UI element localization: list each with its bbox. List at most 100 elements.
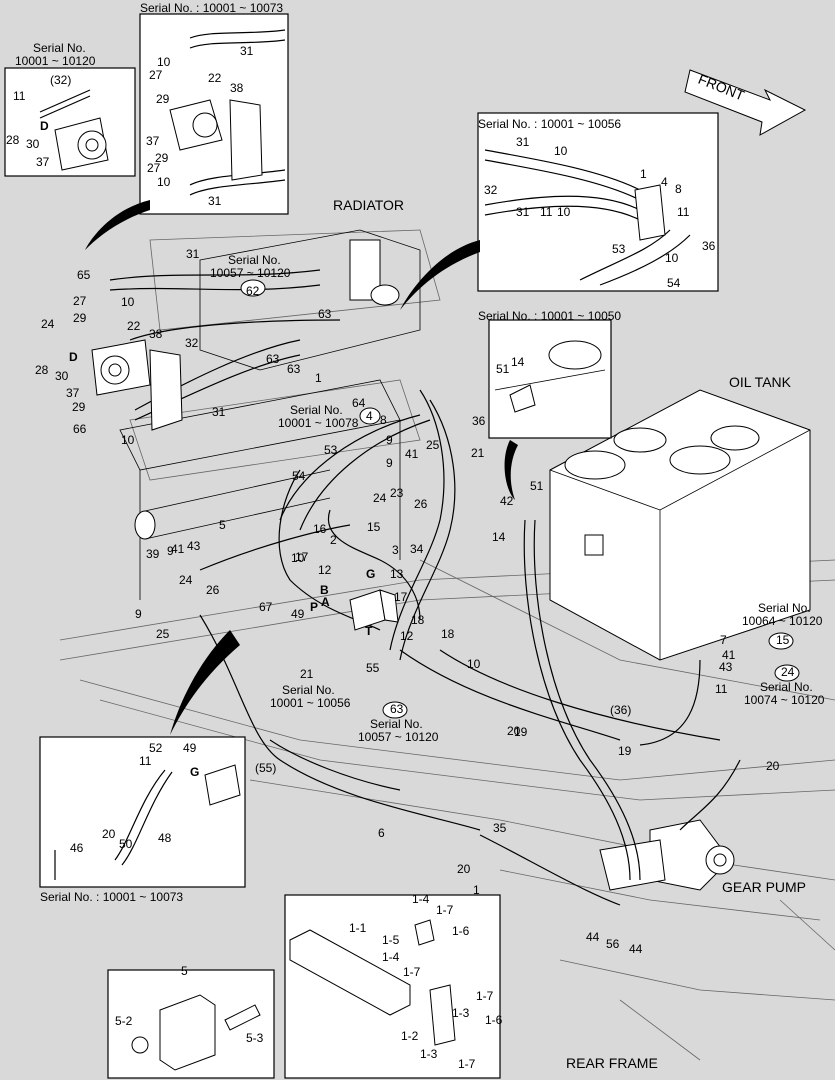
box-5-title: 5 xyxy=(181,964,188,978)
part-label-main-32: 21 xyxy=(471,446,485,460)
part-label-main-45: B xyxy=(320,583,329,597)
part-label-main-12: 29 xyxy=(72,400,86,414)
part-label-main-31: 9 xyxy=(386,456,393,470)
part-label-main-26: 53 xyxy=(324,443,338,457)
part-label-main-73: 7 xyxy=(720,633,727,647)
part-label-main-35: 26 xyxy=(414,497,428,511)
part-label-box_c-5: 10 xyxy=(557,205,571,219)
serial-note-k: Serial No. : 10001 ~ 10073 xyxy=(40,890,183,904)
radiator-title: RADIATOR xyxy=(333,197,404,213)
part-label-box_c-4: 11 xyxy=(540,205,553,219)
part-label-box_a-1: 10 xyxy=(157,55,171,69)
part-label-box_b-0: (32) xyxy=(50,73,71,87)
part-label-main-71: 14 xyxy=(492,530,506,544)
inset-box-1 xyxy=(284,894,501,1079)
part-label-main-38: 15 xyxy=(367,520,381,534)
part-label-main-29: 25 xyxy=(426,438,440,452)
part-label-main-56: 41 xyxy=(171,542,185,556)
part-label-box_a-4: 22 xyxy=(208,71,222,85)
part-label-main-52: 17 xyxy=(394,590,408,604)
part-label-main-15: 32 xyxy=(185,336,199,350)
part-label-main-69: 42 xyxy=(500,494,514,508)
serial-note-g2: 10064 ~ 10120 xyxy=(742,614,823,628)
part-label-box_f-2: 1-7 xyxy=(436,903,454,917)
inset-box-d xyxy=(488,319,612,439)
part-label-main-14: 10 xyxy=(121,433,135,447)
part-label-main-63: 18 xyxy=(411,613,425,627)
serial-note-a: Serial No. : 10001 ~ 10073 xyxy=(140,1,283,15)
part-label-box_f-12: 1-7 xyxy=(458,1057,476,1071)
part-label-main-62: 21 xyxy=(300,667,314,681)
part-label-main-10: D xyxy=(69,350,78,364)
part-label-main-22: 4 xyxy=(366,409,373,423)
serial-note-d1: Serial No. xyxy=(228,253,281,267)
part-label-main-82: 20 xyxy=(766,759,780,773)
part-label-box_c-10: 36 xyxy=(702,239,716,253)
part-label-main-57: 43 xyxy=(187,539,201,553)
part-label-main-79: 19 xyxy=(514,725,528,739)
part-label-main-27: 54 xyxy=(292,469,306,483)
part-label-main-41: 13 xyxy=(390,567,404,581)
part-label-main-47: G xyxy=(366,567,375,581)
part-label-main-37: 2 xyxy=(330,533,337,547)
valve-block-main xyxy=(349,589,399,631)
part-label-main-9: 30 xyxy=(55,369,69,383)
serial-note-j2: 10057 ~ 10120 xyxy=(358,730,439,744)
part-label-main-1: 65 xyxy=(77,268,91,282)
part-label-box_c-7: 4 xyxy=(661,175,668,189)
serial-note-b1: Serial No. xyxy=(33,41,86,55)
part-label-main-2: 27 xyxy=(73,294,87,308)
part-label-main-78: (36) xyxy=(610,703,631,717)
part-label-main-54: 39 xyxy=(146,547,160,561)
part-label-main-89: 44 xyxy=(629,942,643,956)
part-label-main-33: 24 xyxy=(373,491,387,505)
pump-assembly-main xyxy=(91,339,183,431)
serial-note-i2: 10001 ~ 10056 xyxy=(270,696,351,710)
serial-note-b2: 10001 ~ 10120 xyxy=(15,54,96,68)
part-label-main-24: 64 xyxy=(352,396,366,410)
part-label-main-53: 5 xyxy=(219,518,226,532)
part-label-main-28: 9 xyxy=(386,433,393,447)
part-label-main-48: T xyxy=(365,624,373,638)
part-label-main-8: 28 xyxy=(35,363,49,377)
part-label-box_c-1: 10 xyxy=(554,144,568,158)
serial-note-f1: Serial No. xyxy=(290,403,343,417)
part-label-box_a-3: 29 xyxy=(156,92,170,106)
part-label-box_b-4: 30 xyxy=(26,137,40,151)
part-label-box_e-2: 11 xyxy=(139,754,152,768)
inset-box-a xyxy=(139,13,289,215)
part-label-box_f-11: 1-3 xyxy=(420,1047,438,1061)
inset-box-e xyxy=(39,736,246,888)
part-label-box_f-6: 1-7 xyxy=(403,965,421,979)
gear-pump-title: GEAR PUMP xyxy=(722,879,806,895)
part-label-main-13: 66 xyxy=(73,422,87,436)
part-label-main-39: 3 xyxy=(392,543,399,557)
circled-callouts xyxy=(240,279,800,719)
part-label-box_f-1: 1-4 xyxy=(412,892,430,906)
serial-note-j1: Serial No. xyxy=(370,717,423,731)
part-label-box_a-0: 31 xyxy=(240,44,254,58)
box-1-title: 1 xyxy=(473,883,480,897)
part-label-box_c-2: 32 xyxy=(484,183,498,197)
inset-box-5 xyxy=(107,969,275,1079)
part-label-main-86: 20 xyxy=(457,862,471,876)
part-label-main-84: 6 xyxy=(378,826,385,840)
part-label-main-25: 36 xyxy=(472,414,486,428)
radiator-body xyxy=(119,229,421,600)
part-label-main-34: 23 xyxy=(390,486,404,500)
part-label-box_e-1: 49 xyxy=(183,741,197,755)
part-label-main-68: 63 xyxy=(390,702,404,716)
part-label-main-30: 41 xyxy=(405,447,419,461)
part-label-box_f-3: 1-6 xyxy=(452,924,470,938)
gear-pump xyxy=(599,819,735,891)
part-label-box_f-7: 1-3 xyxy=(452,1006,470,1020)
part-label-main-44: 10 xyxy=(291,551,305,565)
part-label-main-66: 10 xyxy=(467,657,481,671)
rear-frame-title: REAR FRAME xyxy=(566,1055,658,1071)
part-label-main-58: 24 xyxy=(179,573,193,587)
part-label-main-11: 37 xyxy=(66,386,80,400)
part-label-box_b-5: 37 xyxy=(36,155,50,169)
part-label-box_c-8: 8 xyxy=(675,182,682,196)
